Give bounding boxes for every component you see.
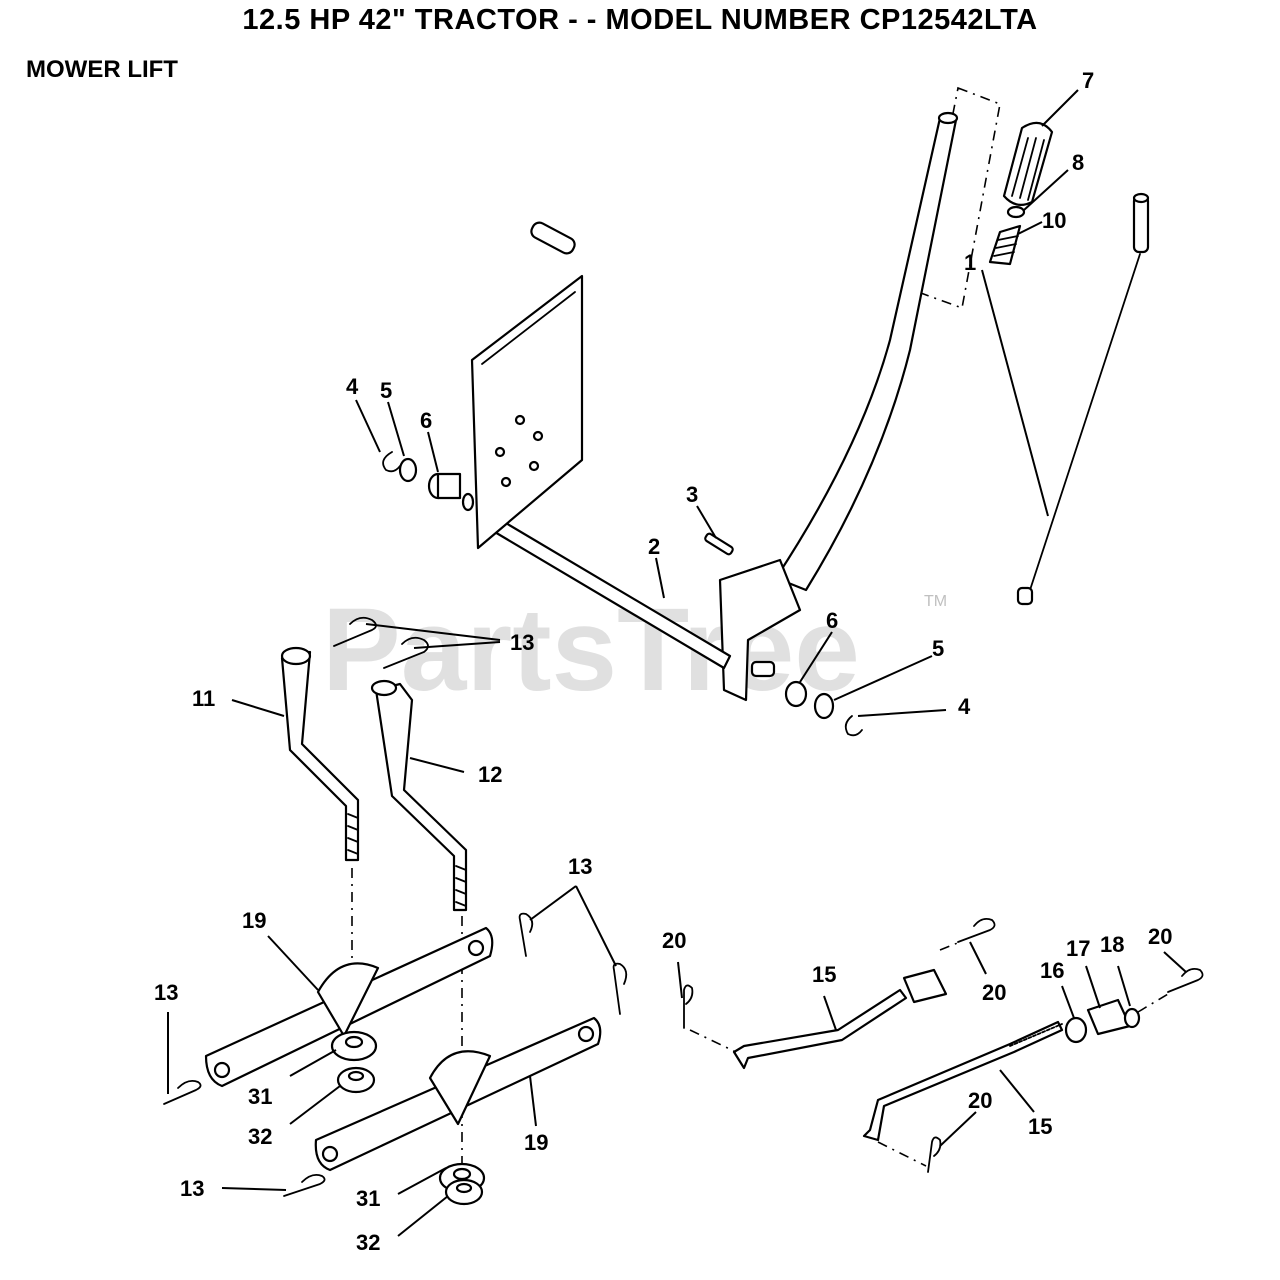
- callout-3: 3: [686, 482, 698, 507]
- part-5-ring-right: [813, 692, 835, 720]
- callout-17: 17: [1066, 936, 1090, 961]
- part-10-spring: [988, 224, 1022, 266]
- callout-1: 1: [964, 250, 976, 275]
- callout-20: 20: [982, 980, 1006, 1005]
- callout-31: 31: [356, 1186, 380, 1211]
- part-13-pins-lower: [163, 912, 628, 1197]
- page-title: 12.5 HP 42" TRACTOR - - MODEL NUMBER CP1…: [242, 4, 1038, 36]
- callout-10: 10: [1042, 208, 1066, 233]
- part-31-washer-upper: [330, 1030, 378, 1062]
- callout-6: 6: [826, 608, 838, 633]
- callout-13: 13: [180, 1176, 204, 1201]
- part-11-lift-link: [280, 646, 360, 862]
- callout-20: 20: [968, 1088, 992, 1113]
- callout-4: 4: [958, 694, 971, 719]
- part-15-rod-upper: [732, 988, 908, 1070]
- part-13-pin-top: [333, 616, 429, 669]
- part-8-washer: [1006, 205, 1026, 219]
- part-4-clip-left: [382, 451, 401, 473]
- callout-31: 31: [248, 1084, 272, 1109]
- mounting-plate: [470, 221, 584, 550]
- section-title: MOWER LIFT: [26, 56, 178, 83]
- callout-16: 16: [1040, 958, 1064, 983]
- part-1-rod: [1016, 192, 1150, 606]
- callout-15: 15: [1028, 1114, 1052, 1139]
- callout-32: 32: [248, 1124, 272, 1149]
- part-12-lift-link: [370, 679, 468, 912]
- callout-5: 5: [932, 636, 944, 661]
- callout-8: 8: [1072, 150, 1084, 175]
- leader-lines: [167, 89, 1187, 1237]
- part-20-pins: [683, 917, 1204, 1173]
- part-19-lift-arm-upper: [204, 926, 494, 1088]
- part-32-nut-lower: [444, 1178, 484, 1206]
- trunnion-upper: [902, 968, 948, 1004]
- callout-19: 19: [242, 908, 266, 933]
- part-7-grip: [1002, 121, 1054, 207]
- callout-2: 2: [648, 534, 660, 559]
- callout-32: 32: [356, 1230, 380, 1255]
- part-6-bushing-left: [427, 472, 475, 512]
- callout-4: 4: [346, 374, 359, 399]
- callout-13: 13: [568, 854, 592, 879]
- part-32-nut-upper: [336, 1066, 376, 1094]
- part-4-clip-right: [844, 715, 863, 737]
- callout-13: 13: [154, 980, 178, 1005]
- watermark-trademark: TM: [924, 593, 947, 610]
- callout-5: 5: [380, 378, 392, 403]
- callout-6: 6: [420, 408, 432, 433]
- part-6-bushing-right: [784, 680, 808, 708]
- part-15-rod-lower: [862, 1020, 1064, 1142]
- part-19-lift-arm-lower: [314, 1016, 602, 1172]
- callout-13: 13: [510, 630, 534, 655]
- callout-11: 11: [192, 686, 215, 711]
- part-18-nut: [1123, 1007, 1141, 1029]
- callout-20: 20: [1148, 924, 1172, 949]
- callout-19: 19: [524, 1130, 548, 1155]
- callout-15: 15: [812, 962, 836, 987]
- callout-12: 12: [478, 762, 502, 787]
- part-16-washer: [1064, 1016, 1088, 1044]
- part-3-key: [704, 532, 734, 556]
- callout-7: 7: [1082, 68, 1094, 93]
- callout-20: 20: [662, 928, 686, 953]
- part-5-ring-left: [398, 457, 418, 483]
- callout-18: 18: [1100, 932, 1124, 957]
- part-17-trunnion: [1086, 998, 1132, 1036]
- part-2-lift-handle: [484, 111, 959, 702]
